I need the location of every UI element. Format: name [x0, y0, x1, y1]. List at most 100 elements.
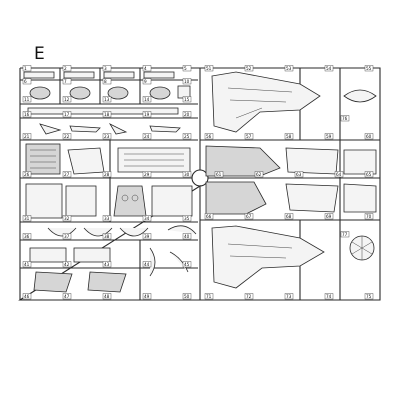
- part-number-tag: 17: [62, 111, 72, 118]
- part-panel: [343, 183, 377, 213]
- part-number-tag: 47: [62, 293, 72, 300]
- part-number-tag: 23: [102, 133, 112, 140]
- part-number-tag: 60: [364, 133, 374, 140]
- part-number-tag: 75: [364, 293, 374, 300]
- part-number: 44: [144, 262, 150, 267]
- part-number: 28: [104, 172, 110, 177]
- part-number-tag: 4: [142, 65, 152, 72]
- part-number: 52: [246, 66, 252, 71]
- part-number-tag: 69: [324, 213, 334, 220]
- part-engine-cowl: [205, 145, 281, 177]
- part-rod: [103, 71, 135, 79]
- part-bracket: [39, 123, 62, 135]
- part-propeller-hub: [343, 89, 377, 103]
- part-number-tag: 32: [62, 215, 72, 222]
- part-number-tag: 57: [244, 133, 254, 140]
- part-number-tag: 41: [22, 261, 32, 268]
- part-wing-root: [285, 183, 339, 213]
- part-number-tag: 70: [364, 213, 374, 220]
- part-fender: [167, 225, 197, 235]
- part-number: 18: [104, 112, 110, 117]
- part-number: 62: [256, 172, 262, 177]
- part-number: 3: [104, 66, 107, 71]
- part-bracket: [108, 123, 128, 135]
- part-number: 59: [326, 134, 332, 139]
- part-number: 65: [366, 172, 372, 177]
- part-arc: [149, 247, 156, 277]
- part-bar: [73, 247, 111, 263]
- part-number-tag: 56: [204, 133, 214, 140]
- part-number: 14: [144, 97, 150, 102]
- part-number: 37: [64, 234, 70, 239]
- part-number-tag: 48: [102, 293, 112, 300]
- part-number-tag: 74: [324, 293, 334, 300]
- part-number: 13: [104, 97, 110, 102]
- part-bar: [29, 247, 67, 263]
- part-wheel: [107, 86, 129, 100]
- part-number-tag: 37: [62, 233, 72, 240]
- part-number-tag: 35: [182, 215, 192, 222]
- part-number: 27: [64, 172, 70, 177]
- part-number-tag: 34: [142, 215, 152, 222]
- part-number: 74: [326, 294, 332, 299]
- part-number: 5: [184, 66, 187, 71]
- part-panel: [343, 149, 377, 175]
- part-number: 69: [326, 214, 332, 219]
- part-wing: [33, 271, 73, 293]
- part-number: 53: [286, 66, 292, 71]
- part-number: 55: [366, 66, 372, 71]
- part-number: 68: [286, 214, 292, 219]
- part-number: 75: [366, 294, 372, 299]
- part-seat: [67, 147, 105, 175]
- part-number: 61: [216, 172, 222, 177]
- part-number-tag: 19: [142, 111, 152, 118]
- part-number-tag: 61: [214, 171, 224, 178]
- part-number-tag: 44: [142, 261, 152, 268]
- part-number-tag: 68: [284, 213, 294, 220]
- part-number-tag: 14: [142, 96, 152, 103]
- part-rod: [143, 71, 175, 79]
- part-number: 23: [104, 134, 110, 139]
- part-number: 26: [24, 172, 30, 177]
- part-number-tag: 6: [22, 78, 32, 85]
- part-number: 30: [184, 172, 190, 177]
- part-number: 70: [366, 214, 372, 219]
- part-number: 45: [184, 262, 190, 267]
- part-number-tag: 13: [102, 96, 112, 103]
- part-number: 41: [24, 262, 30, 267]
- part-number-tag: 66: [204, 213, 214, 220]
- part-number: 71: [206, 294, 212, 299]
- part-number: 40: [184, 234, 190, 239]
- part-number-tag: 43: [102, 261, 112, 268]
- part-number: 43: [104, 262, 110, 267]
- part-number: 38: [104, 234, 110, 239]
- runner-frame: [18, 67, 381, 301]
- part-number-tag: 31: [22, 215, 32, 222]
- part-number: 20: [184, 112, 190, 117]
- part-number-tag: 45: [182, 261, 192, 268]
- part-number-tag: 49: [142, 293, 152, 300]
- part-number: 16: [24, 112, 30, 117]
- part-number: 34: [144, 216, 150, 221]
- part-number: 50: [184, 294, 190, 299]
- part-number: 39: [144, 234, 150, 239]
- part-number: 58: [286, 134, 292, 139]
- part-number: 29: [144, 172, 150, 177]
- part-number-tag: 67: [244, 213, 254, 220]
- part-number: 42: [64, 262, 70, 267]
- part-number-tag: 16: [22, 111, 32, 118]
- part-number-tag: 64: [334, 171, 344, 178]
- part-number-tag: 59: [324, 133, 334, 140]
- part-number-tag: 25: [182, 133, 192, 140]
- part-bracket: [69, 125, 101, 133]
- part-number: 9: [144, 79, 147, 84]
- part-chassis: [151, 185, 193, 217]
- part-number: 35: [184, 216, 190, 221]
- part-box: [65, 185, 97, 217]
- part-number-tag: 5: [182, 65, 192, 72]
- part-number: 73: [286, 294, 292, 299]
- part-number: 31: [24, 216, 30, 221]
- part-number-tag: 22: [62, 133, 72, 140]
- part-number: 76: [342, 116, 348, 121]
